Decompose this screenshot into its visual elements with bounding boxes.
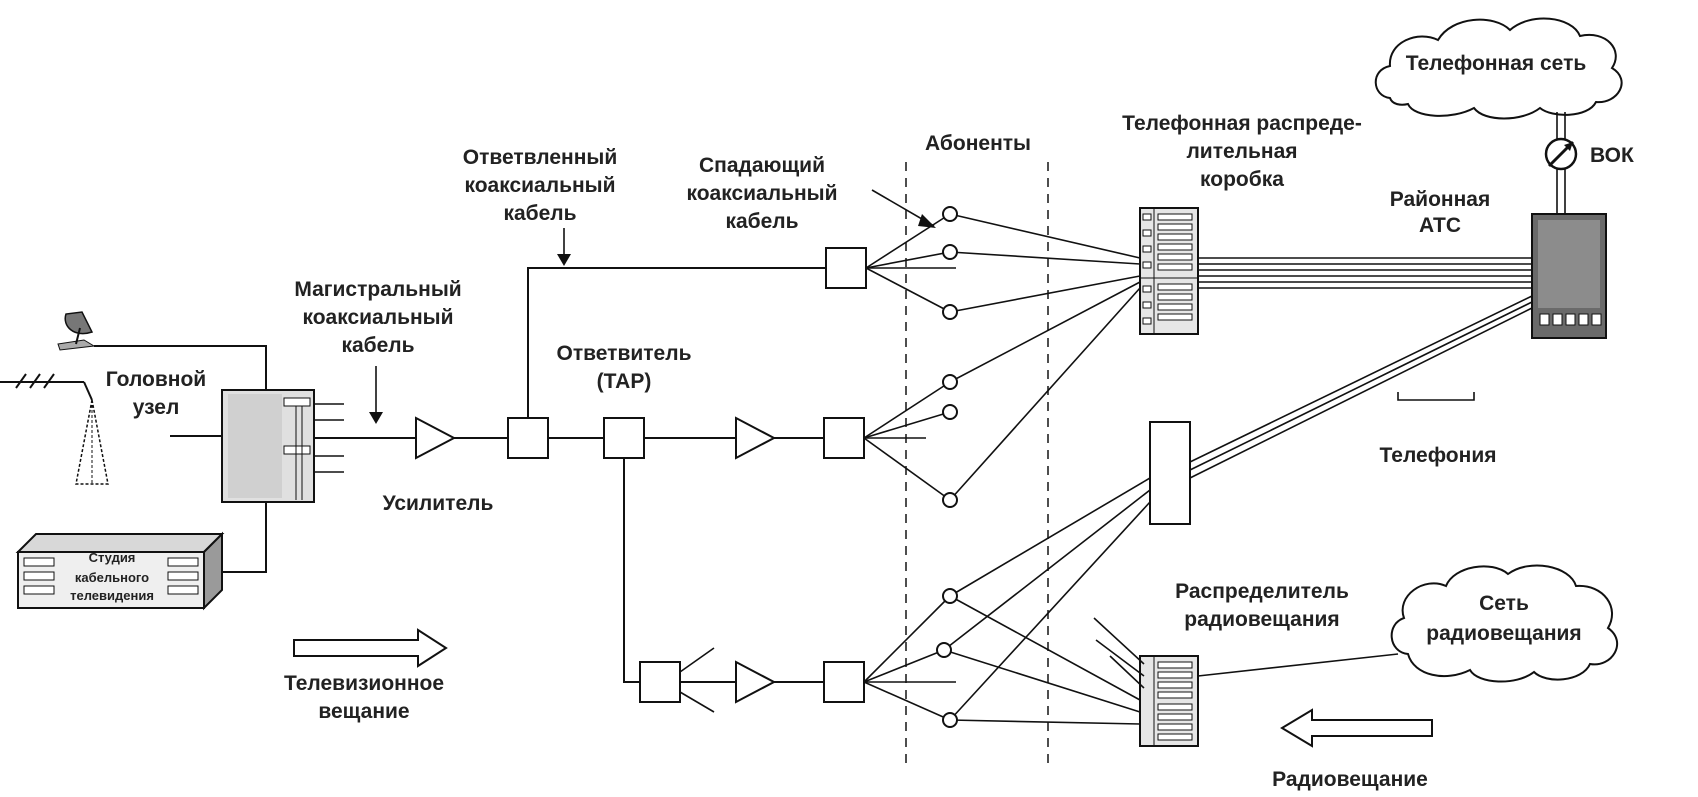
head-node-equipment bbox=[221, 389, 315, 503]
radio-distributor-label-2: радиовещания bbox=[1184, 608, 1339, 631]
studio-label-3: телевидения bbox=[70, 588, 154, 603]
telephone-network-label: Телефонная сеть bbox=[1406, 52, 1587, 75]
tel-box-label-3: коробка bbox=[1200, 168, 1284, 191]
drop-cable-label-2: коаксиальный bbox=[686, 182, 837, 205]
tv-studio-equipment: Студия кабельного телевидения bbox=[15, 531, 225, 611]
tel-box-label-1: Телефонная распреде- bbox=[1122, 112, 1362, 135]
fiber-optic-icon bbox=[1544, 137, 1578, 171]
radio-broadcast-label: Радиовещание bbox=[1272, 768, 1428, 791]
subscriber-points bbox=[936, 206, 958, 728]
radio-distributor-box bbox=[1139, 655, 1199, 747]
trunk-cable-label-3: кабель bbox=[341, 334, 414, 357]
tap-label-2: (ТАР) bbox=[597, 370, 652, 393]
district-ats-label-2: АТС bbox=[1419, 214, 1461, 237]
amplifier-1 bbox=[415, 416, 457, 460]
branched-cable-label-1: Ответвленный bbox=[463, 146, 618, 169]
studio-label-2: кабельного bbox=[75, 570, 149, 585]
vok-label: ВОК bbox=[1590, 144, 1634, 167]
head-node-label-2: узел bbox=[133, 396, 180, 419]
radio-network-label-1: Сеть bbox=[1479, 592, 1529, 615]
radio-broadcast-arrow bbox=[1280, 708, 1433, 748]
tv-broadcast-arrow bbox=[293, 628, 448, 668]
antenna-tower-icon bbox=[0, 373, 109, 485]
amplifier-label: Усилитель bbox=[383, 492, 494, 515]
tel-distribution-box bbox=[1139, 207, 1199, 335]
district-ats-equipment bbox=[1531, 213, 1607, 339]
radio-network-cloud: Сеть радиовещания bbox=[1390, 564, 1619, 683]
district-ats-label-1: Районная bbox=[1390, 188, 1490, 211]
branched-cable-label-2: коаксиальный bbox=[464, 174, 615, 197]
tap-box-bottom-2 bbox=[823, 661, 865, 703]
tap-box-3 bbox=[823, 417, 865, 459]
telephone-network-cloud: Телефонная сеть bbox=[1374, 17, 1623, 120]
tap-box-top bbox=[825, 247, 867, 289]
tv-broadcast-label-1: Телевизионное bbox=[284, 672, 444, 695]
subscribers-label: Абоненты bbox=[925, 132, 1031, 155]
head-node-label-1: Головной bbox=[106, 368, 206, 391]
radio-distributor-label-1: Распределитель bbox=[1175, 580, 1349, 603]
amplifier-2 bbox=[735, 416, 777, 460]
radio-network-label-2: радиовещания bbox=[1426, 622, 1581, 645]
tap-box-1 bbox=[507, 417, 549, 459]
tap-label-1: Ответвитель bbox=[557, 342, 692, 365]
branched-cable-label-3: кабель bbox=[503, 202, 576, 225]
splitter-box bbox=[1149, 421, 1191, 525]
studio-label-1: Студия bbox=[89, 550, 136, 565]
tv-broadcast-label-2: вещание bbox=[318, 700, 409, 723]
trunk-cable-label-1: Магистральный bbox=[294, 278, 461, 301]
tel-box-label-2: лительная bbox=[1186, 140, 1297, 163]
trunk-cable-label-2: коаксиальный bbox=[302, 306, 453, 329]
tap-box-bottom-1 bbox=[639, 661, 681, 703]
amplifier-3 bbox=[735, 660, 777, 704]
satellite-dish-icon bbox=[57, 311, 96, 351]
drop-cable-label-1: Спадающий bbox=[699, 154, 825, 177]
drop-cable-label-3: кабель bbox=[725, 210, 798, 233]
telephony-label: Телефония bbox=[1380, 444, 1497, 467]
tap-box-2 bbox=[603, 417, 645, 459]
